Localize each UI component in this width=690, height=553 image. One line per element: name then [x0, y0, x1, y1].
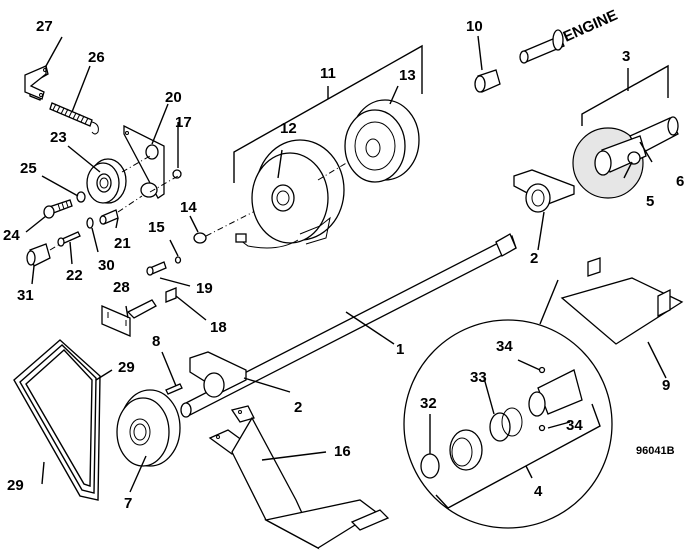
part-30-washer [86, 217, 94, 229]
part-22-bolt [57, 231, 81, 247]
label-7: 7 [124, 495, 132, 512]
part-8-key [165, 383, 183, 395]
part-19-bolt [146, 261, 167, 276]
part-32-ring [420, 453, 440, 479]
part-21-spacer [99, 209, 119, 225]
label-1: 1 [396, 341, 404, 358]
label-27: 27 [36, 18, 53, 35]
part-18-key [165, 287, 177, 303]
label-29-lower: 29 [7, 477, 24, 494]
part-2-bearing-lower [189, 351, 247, 398]
label-6: 6 [676, 173, 684, 190]
part-33-spring [489, 412, 511, 442]
label-5: 5 [646, 193, 654, 210]
engine-shaft [519, 29, 565, 64]
part-9-shield [560, 257, 684, 345]
label-9: 9 [662, 377, 670, 394]
label-34-upper: 34 [496, 338, 513, 355]
label-21: 21 [114, 235, 131, 252]
label-10: 10 [466, 18, 483, 35]
part-10-spacer [474, 69, 501, 93]
label-15: 15 [148, 219, 165, 236]
leader-lines [25, 35, 667, 493]
part-25-washer [76, 191, 86, 203]
label-26: 26 [88, 49, 105, 66]
label-30: 30 [98, 257, 115, 274]
label-2-lower: 2 [294, 399, 302, 416]
label-2-upper: 2 [530, 250, 538, 267]
label-32: 32 [420, 395, 437, 412]
label-16: 16 [334, 443, 351, 460]
part-17-nut [172, 169, 182, 179]
label-18: 18 [210, 319, 227, 336]
bracket-4 [435, 403, 601, 509]
figure-code: 96041B [636, 445, 675, 457]
label-22: 22 [66, 267, 83, 284]
part-29-belt [13, 339, 101, 501]
label-20: 20 [165, 89, 182, 106]
label-29-upper: 29 [118, 359, 135, 376]
detail-4-bearing-assembly [403, 279, 613, 529]
part-13-clutch-pulley [344, 99, 420, 183]
label-3: 3 [622, 48, 630, 65]
part-28-bracket [101, 299, 157, 337]
part-7-drive-pulley [116, 389, 181, 467]
part-20-plate [123, 124, 165, 199]
label-13: 13 [399, 67, 416, 84]
bracket-3 [581, 64, 669, 126]
part-15-nut [174, 256, 182, 264]
label-19: 19 [196, 280, 213, 297]
part-31-spacer [26, 243, 51, 267]
part-1-drive-shaft [180, 233, 517, 418]
part-6-u-joint-shaft [572, 116, 679, 199]
label-33: 33 [470, 369, 487, 386]
engine-label: ENGINE [561, 7, 620, 46]
part-16-bracket [208, 405, 390, 550]
part-2-bearing-upper [513, 169, 575, 213]
label-25: 25 [20, 160, 37, 177]
label-34-lower: 34 [566, 417, 583, 434]
part-23-idler-pulley [86, 158, 127, 204]
label-17: 17 [175, 114, 192, 131]
label-12: 12 [280, 120, 297, 137]
label-11: 11 [320, 65, 336, 82]
label-4: 4 [534, 483, 543, 500]
label-28: 28 [113, 279, 130, 296]
label-14: 14 [180, 199, 197, 216]
part-26-spring [49, 102, 99, 135]
label-31: 31 [17, 287, 34, 304]
part-27-bracket [24, 65, 49, 101]
label-23: 23 [50, 129, 67, 146]
part-14-washer [193, 232, 207, 244]
label-8: 8 [152, 333, 160, 350]
part-24-bolt [43, 199, 73, 219]
part-12-electric-clutch [235, 139, 345, 249]
label-24: 24 [3, 227, 20, 244]
